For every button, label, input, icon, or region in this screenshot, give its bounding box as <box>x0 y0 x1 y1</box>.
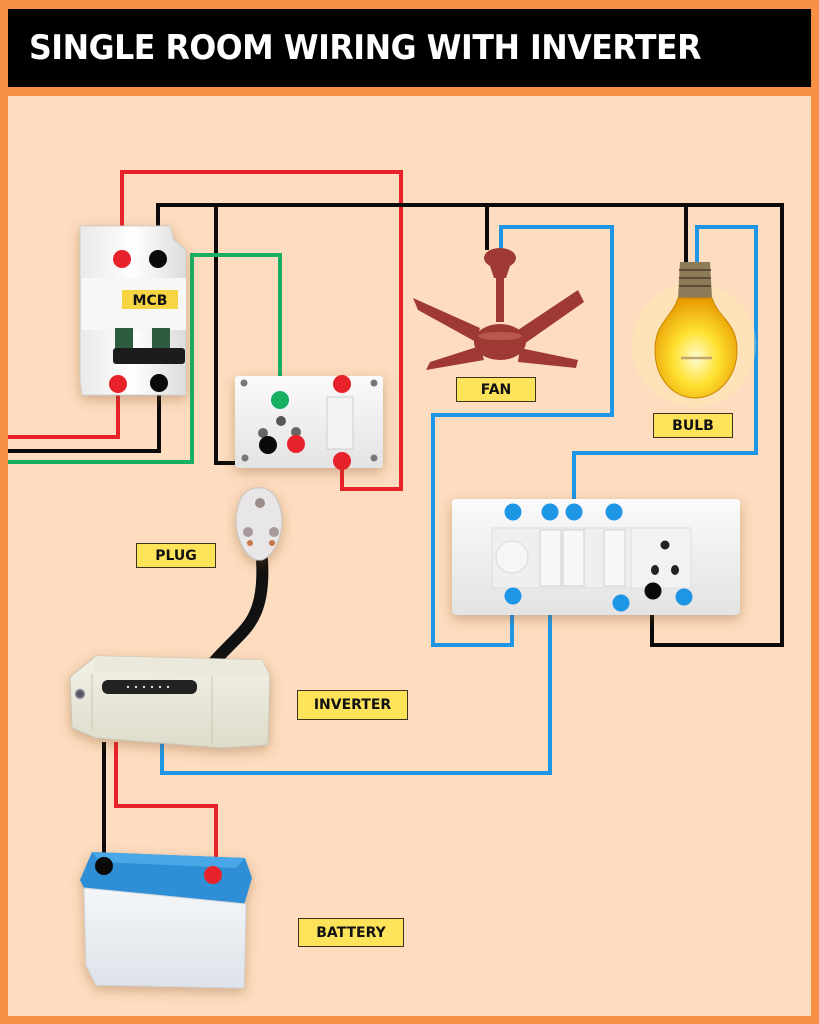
battery-negative-terminal <box>95 857 113 875</box>
green-earth-wire <box>8 253 282 464</box>
blue-wire-fan-loop <box>431 225 614 647</box>
mcb-label-badge <box>122 290 178 309</box>
switchboard-phase-terminal <box>287 435 305 453</box>
mcb-terminal-out-neutral <box>150 374 168 392</box>
green-wire-earth <box>8 253 282 464</box>
battery-unit <box>80 852 252 989</box>
terminal-switch-3-top <box>605 503 623 521</box>
mcb-label: MCB <box>133 293 168 309</box>
red-phase-wires <box>8 170 403 876</box>
ceiling-fan-icon <box>413 248 584 370</box>
black-wire-main-bus <box>156 203 784 647</box>
plug-cable <box>208 554 269 668</box>
red-wire-mcb-to-switchboard <box>120 170 403 491</box>
battery-positive-terminal <box>204 866 222 884</box>
switchboard-neutral-terminal <box>259 436 277 454</box>
blue-wire-bulb-loop <box>572 225 758 512</box>
light-bulb-icon <box>632 262 756 407</box>
terminal-dimmer-top <box>504 503 522 521</box>
plug-label: PLUG <box>136 543 216 568</box>
terminal-dimmer-bottom <box>504 587 522 605</box>
mcb-breaker <box>79 225 187 396</box>
terminal-socket-neutral <box>644 582 662 600</box>
bulb-label: BULB <box>653 413 733 438</box>
red-wire-battery-positive <box>114 742 218 876</box>
inverter-label: INVERTER <box>297 690 408 720</box>
terminal-switch-2-top <box>565 503 583 521</box>
mcb-terminal-out-phase <box>109 375 127 393</box>
plug-icon <box>235 487 283 561</box>
page-title: SINGLE ROOM WIRING WITH INVERTER <box>29 28 702 68</box>
terminal-socket-phase <box>675 588 693 606</box>
inverter-unit <box>69 655 271 749</box>
terminal-switch-common <box>612 594 630 612</box>
small-switchboard <box>235 376 383 468</box>
main-switchboard-terminals <box>504 503 693 612</box>
terminal-switch-1-top <box>541 503 559 521</box>
battery-label: BATTERY <box>298 918 404 947</box>
red-wire-mcb-output <box>8 384 120 439</box>
title-banner: SINGLE ROOM WIRING WITH INVERTER <box>8 9 811 87</box>
switchboard-earth-terminal <box>271 391 289 409</box>
fan-label: FAN <box>456 377 536 402</box>
mcb-terminal-in-neutral <box>149 250 167 268</box>
switchboard-switch-top-terminal <box>333 375 351 393</box>
black-wire-mcb-output <box>8 384 161 453</box>
mcb-terminal-in-phase <box>113 250 131 268</box>
main-switchboard <box>452 499 740 615</box>
switchboard-switch-bottom-terminal <box>333 452 351 470</box>
